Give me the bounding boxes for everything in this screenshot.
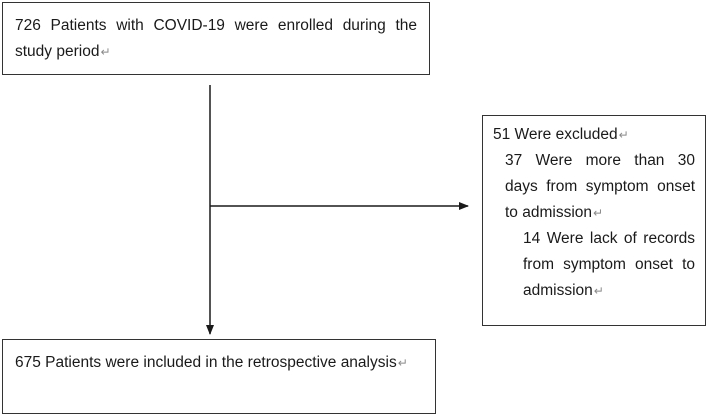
enrolled-text: 726 Patients with COVID-19 were enrolled… [15,17,417,60]
return-mark-icon: ↵ [100,45,111,59]
excluded-reason-2: 14 Were lack of records from symptom ons… [523,230,695,299]
excluded-reason-1: 37 Were more than 30 days from symptom o… [505,152,695,221]
excluded-title-line: 51 Were excluded↵ [493,122,695,148]
included-text: 675 Patients were included in the retros… [15,354,397,371]
excluded-reason-2-line: 14 Were lack of records from symptom ons… [493,226,695,304]
enrolled-box: 726 Patients with COVID-19 were enrolled… [2,2,430,75]
excluded-box: 51 Were excluded↵ 37 Were more than 30 d… [482,115,706,326]
excluded-title: 51 Were excluded [493,126,618,143]
return-mark-icon: ↵ [397,356,408,370]
return-mark-icon: ↵ [593,206,604,220]
return-mark-icon: ↵ [618,128,629,142]
included-box: 675 Patients were included in the retros… [2,339,436,414]
excluded-reason-1-line: 37 Were more than 30 days from symptom o… [493,148,695,226]
return-mark-icon: ↵ [593,284,604,298]
